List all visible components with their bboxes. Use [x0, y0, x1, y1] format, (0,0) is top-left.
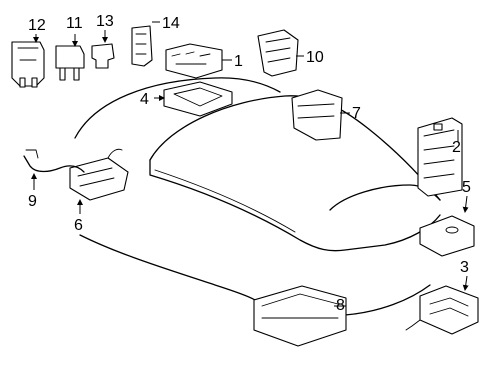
part-12-fuse	[11, 34, 45, 88]
callout-9: 9	[28, 193, 37, 210]
part-1-fuse-block	[165, 43, 232, 79]
callout-12: 12	[28, 17, 46, 34]
part-7-control-module	[291, 89, 350, 141]
part-10-module	[257, 29, 304, 77]
part-4-tray	[154, 81, 233, 117]
part-14-connector	[131, 21, 160, 67]
callout-11: 11	[66, 15, 83, 32]
callout-8: 8	[336, 297, 345, 314]
callout-13: 13	[96, 13, 114, 30]
callout-2: 2	[452, 139, 461, 156]
callout-7: 7	[352, 105, 361, 122]
part-3-bracket	[405, 275, 479, 335]
vehicle-outline	[74, 77, 441, 316]
callout-4: 4	[140, 91, 149, 108]
part-11-fuse	[55, 34, 85, 81]
part-6-harness	[69, 148, 129, 214]
part-9-wire	[23, 149, 85, 190]
callout-3: 3	[460, 259, 469, 276]
part-5-cover	[419, 195, 475, 257]
callout-14: 14	[162, 15, 180, 32]
callout-1: 1	[234, 53, 243, 70]
part-2-module	[417, 117, 463, 197]
callout-5: 5	[462, 179, 471, 196]
callout-10: 10	[306, 49, 324, 66]
part-13-relay	[91, 30, 115, 69]
callout-labels: 1 2 3 4 5 6 7 8 9 10 11 12 13 14	[28, 13, 471, 314]
part-8-module	[253, 285, 347, 347]
callout-6: 6	[74, 217, 83, 234]
